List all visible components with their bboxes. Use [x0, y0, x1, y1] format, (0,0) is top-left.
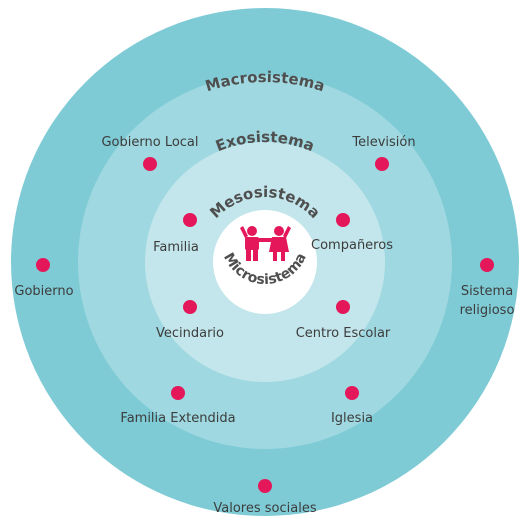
television-dot — [375, 157, 389, 171]
companeros-dot — [336, 213, 350, 227]
gobierno-label: Gobierno — [14, 284, 73, 299]
companeros-label: Compañeros — [311, 238, 393, 253]
familia-extendida-dot — [171, 386, 185, 400]
microsystem-core — [213, 210, 317, 314]
familia-label: Familia — [153, 240, 199, 255]
iglesia-dot — [345, 386, 359, 400]
gobierno-dot — [36, 258, 50, 272]
children-holding-hands-icon — [240, 226, 291, 261]
gobierno-local-dot — [143, 157, 157, 171]
iglesia-label: Iglesia — [331, 411, 373, 426]
valores-sociales-dot — [258, 479, 272, 493]
valores-sociales-label: Valores sociales — [213, 501, 316, 516]
sistema-label: Sistema — [461, 284, 513, 299]
centro-escolar-dot — [336, 300, 350, 314]
centro-escolar-label: Centro Escolar — [296, 326, 391, 341]
vecindario-label: Vecindario — [156, 326, 224, 341]
religioso-label: religioso — [460, 303, 515, 318]
familia-dot — [183, 213, 197, 227]
familia-extendida-label: Familia Extendida — [120, 411, 235, 426]
sistema-religioso-dot — [480, 258, 494, 272]
vecindario-dot — [183, 300, 197, 314]
gobierno-local-label: Gobierno Local — [101, 135, 198, 150]
television-label: Televisión — [351, 135, 415, 150]
